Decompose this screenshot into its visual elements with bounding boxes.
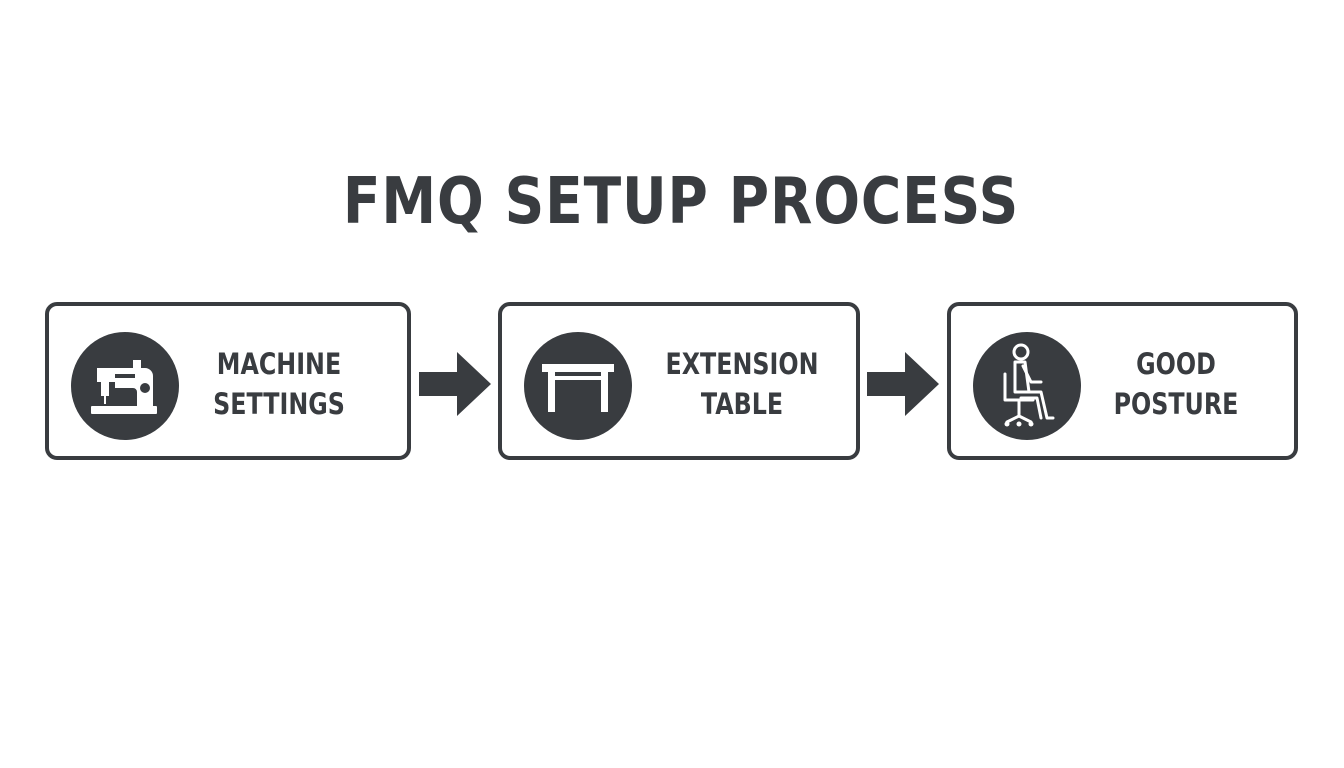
arrow-right-icon (867, 352, 939, 416)
step-good-posture: GOOD POSTURE (947, 302, 1298, 460)
arrow-right-icon (419, 352, 491, 416)
sewing-machine-icon (71, 332, 179, 440)
step-label: MACHINE SETTINGS (197, 344, 361, 424)
step-label-line1: GOOD (1136, 347, 1216, 381)
step-machine-settings: MACHINE SETTINGS (45, 302, 411, 460)
step-label-line2: SETTINGS (213, 387, 345, 421)
step-label-line1: EXTENSION (665, 347, 819, 381)
step-extension-table: EXTENSION TABLE (498, 302, 860, 460)
step-label: EXTENSION TABLE (660, 344, 824, 424)
table-icon (524, 332, 632, 440)
step-label: GOOD POSTURE (1094, 344, 1258, 424)
seated-person-icon (973, 332, 1081, 440)
diagram-title: FMQ SETUP PROCESS (342, 165, 1020, 239)
step-label-line2: TABLE (700, 387, 784, 421)
step-label-line1: MACHINE (216, 347, 342, 381)
step-label-line2: POSTURE (1113, 387, 1239, 421)
